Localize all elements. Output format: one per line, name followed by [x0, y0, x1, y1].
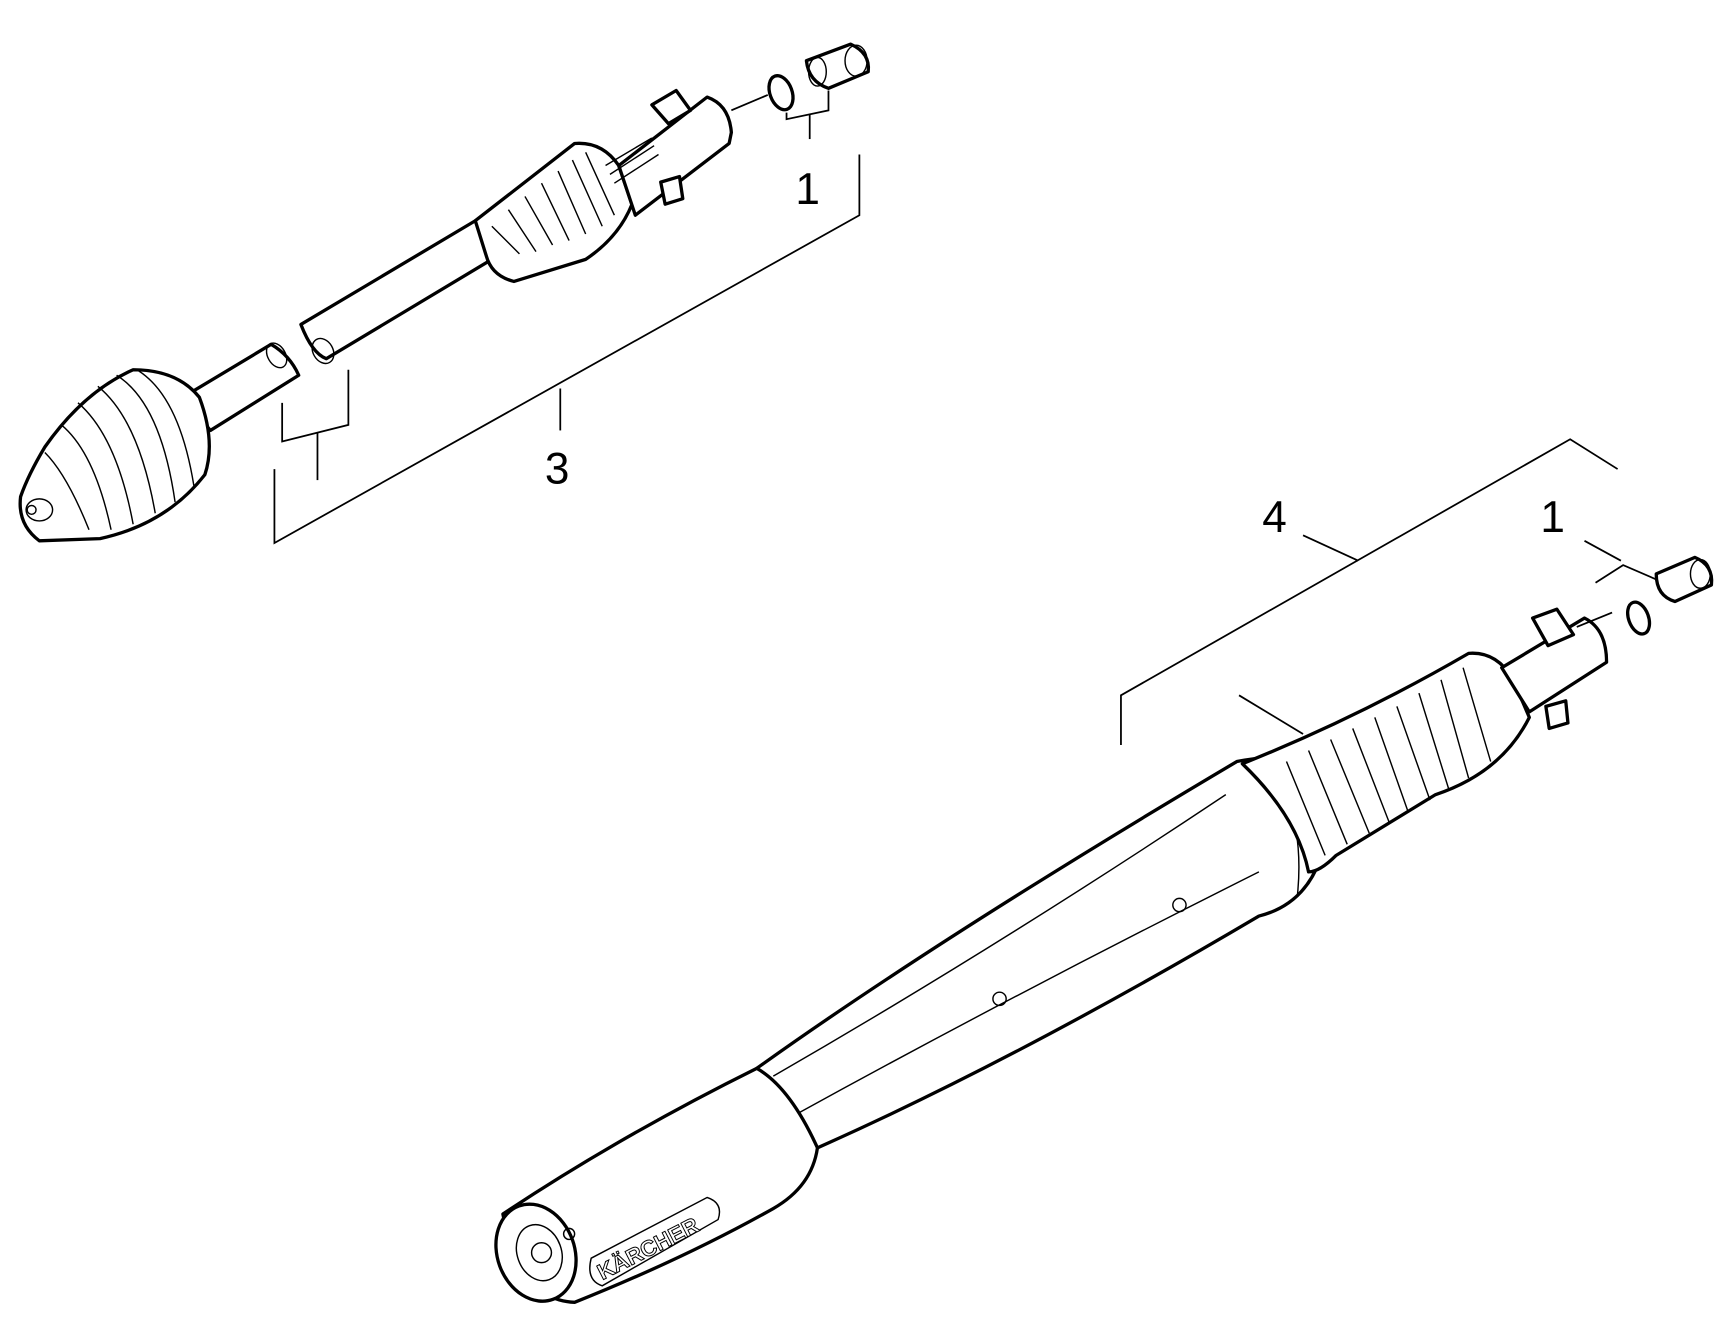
callout-1-upper: 1	[795, 165, 820, 214]
callout-1-lower: 1	[1540, 493, 1565, 542]
spray-lance-assembly	[18, 42, 871, 543]
nozzle-nut-lower	[1654, 555, 1714, 604]
rotary-nozzle	[18, 368, 211, 543]
lance-pipe-lower	[181, 342, 301, 433]
lance-grip	[473, 141, 634, 284]
nozzle-nut	[804, 42, 871, 90]
nozzle-cap: KÄRCHER	[494, 1066, 820, 1304]
callout-4: 4	[1262, 493, 1287, 542]
handle-lance-assembly: KÄRCHER	[494, 555, 1714, 1304]
upper-leader-lines	[273, 90, 861, 545]
lower-leader-lines	[1120, 438, 1657, 745]
handle-grip	[1240, 651, 1531, 874]
callout-3: 3	[545, 444, 570, 493]
o-ring-lower	[1626, 600, 1652, 636]
o-ring	[767, 74, 795, 112]
handle-connector	[1500, 607, 1609, 731]
handle-body	[721, 756, 1322, 1161]
lance-connector	[605, 88, 734, 217]
lance-pipe-upper	[299, 219, 500, 365]
